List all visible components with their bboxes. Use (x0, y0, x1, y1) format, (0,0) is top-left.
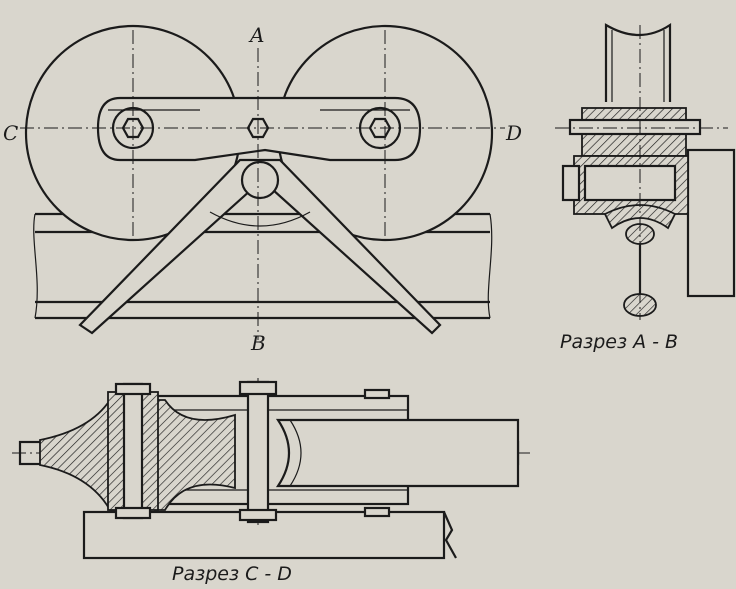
pivot (240, 160, 280, 200)
link-plate (96, 96, 422, 162)
lower-axle (583, 164, 677, 202)
rail (33, 212, 493, 320)
center-pin (246, 380, 270, 524)
front-view: A B C D (3, 23, 522, 355)
label-b: B (250, 331, 266, 355)
caption-section-a-b: Разрез А - В (560, 331, 678, 353)
label-a: A (248, 23, 264, 47)
upper-axle (568, 118, 702, 136)
right-pulley (275, 418, 520, 488)
label-d: D (505, 121, 522, 145)
label-c: C (3, 121, 18, 145)
support-legs (78, 158, 442, 335)
section-c-d: Разрез С - D (12, 378, 530, 585)
caption-section-c-d: Разрез С - D (172, 563, 292, 585)
section-a-b: Разрез А - В (555, 22, 736, 353)
side-bracket (686, 148, 736, 298)
